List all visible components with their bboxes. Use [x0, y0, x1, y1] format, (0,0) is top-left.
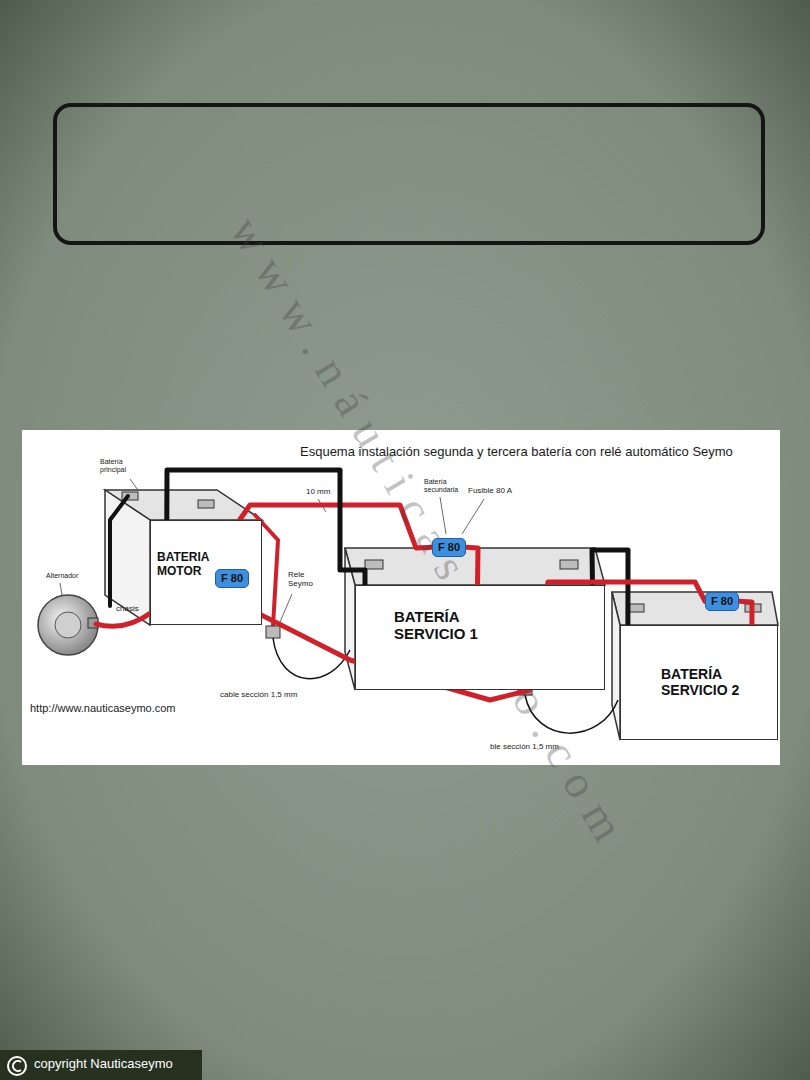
- battery-label: BATERIA MOTOR: [157, 551, 213, 579]
- battery-box: BATERÍA SERVICIO 1: [355, 585, 605, 690]
- part-label: chasis: [116, 604, 139, 613]
- fuse-label: F 80: [438, 541, 460, 554]
- battery-side: [105, 490, 150, 625]
- dimension-label: 10 mm: [306, 487, 330, 496]
- part-label: Batería principal: [100, 458, 142, 474]
- battery-box: BATERÍA SERVICIO 2: [620, 625, 778, 740]
- watermark: www.náuticaseymo.com: [219, 208, 641, 862]
- leader-line: [60, 583, 62, 595]
- fuse-label: F 80: [221, 572, 243, 585]
- alternator-wire: [96, 612, 152, 626]
- part-label: Rele Seymo: [288, 570, 320, 588]
- title-frame: [55, 105, 763, 243]
- alternator-hub: [55, 612, 81, 638]
- battery-box: BATERIA MOTOR F 80: [150, 520, 262, 625]
- battery-top: [612, 592, 778, 625]
- battery-terminal: [560, 560, 578, 569]
- alternator-symbol: [38, 595, 98, 655]
- copyright-text: copyright Nauticaseymo: [34, 1057, 173, 1072]
- battery-terminal: [198, 500, 214, 508]
- battery-terminal: [365, 560, 383, 569]
- fuse-box: F 80: [705, 592, 739, 611]
- wire: [739, 601, 752, 625]
- part-label: Fusible 80 A: [468, 486, 512, 495]
- url-label: http://www.nauticaseymo.com: [30, 702, 176, 715]
- battery-side: [612, 592, 620, 740]
- battery-label: BATERÍA SERVICIO 1: [394, 608, 524, 643]
- relay-symbol: [266, 626, 280, 638]
- fuse-box: F 80: [215, 569, 249, 588]
- leader-line: [280, 594, 292, 622]
- fuse-label: F 80: [711, 595, 733, 608]
- cable-label: cable sección 1,5 mm: [220, 690, 297, 699]
- battery-label: BATERÍA SERVICIO 2: [661, 666, 765, 698]
- part-label: Alternador: [46, 572, 78, 580]
- copyright-symbol: [13, 1061, 21, 1071]
- copyright-badge: [0, 1050, 202, 1080]
- fuse-box: F 80: [432, 538, 466, 557]
- copyright-symbol: [8, 1057, 26, 1075]
- leader-line: [130, 479, 138, 490]
- chassis-wire: [110, 496, 128, 606]
- leader-line: [462, 499, 484, 534]
- signal-cable: [273, 638, 350, 679]
